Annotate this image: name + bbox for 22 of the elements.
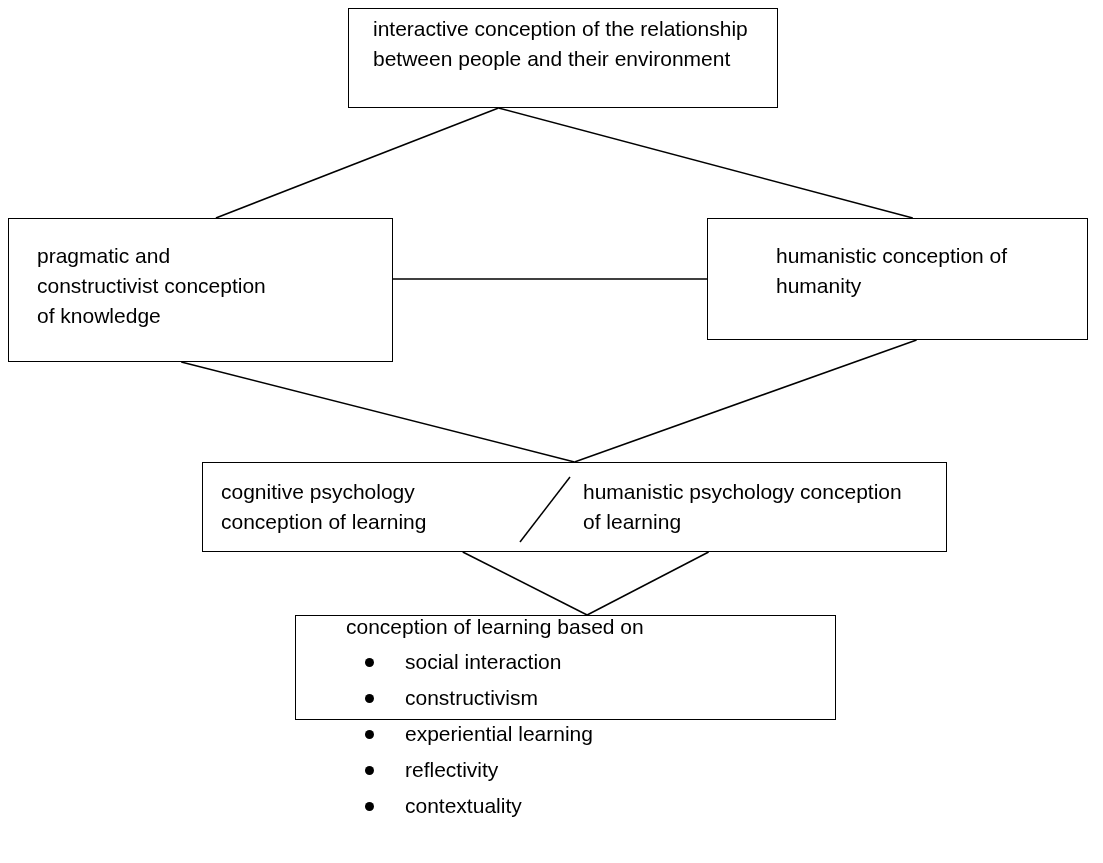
- connector-line: [180, 361, 576, 463]
- list-item: contextuality: [405, 794, 522, 817]
- connector-line: [462, 551, 588, 616]
- box-text: humanistic psychology conception of learning: [583, 479, 903, 535]
- connector-line: [497, 107, 914, 219]
- connector-line: [215, 107, 500, 219]
- box-text: humanistic conception of humanity: [776, 243, 1009, 299]
- list-item: constructivism: [405, 686, 539, 709]
- box-text: interactive conception of the relationship between people and their environment: [373, 16, 749, 72]
- text-box: [707, 218, 1088, 340]
- list-item: experiential learning: [405, 722, 593, 745]
- connector-line: [573, 339, 918, 463]
- box-text: cognitive psychology conception of learning: [221, 479, 428, 535]
- text-box: [8, 218, 393, 362]
- list-item: social interaction: [405, 650, 562, 673]
- text-box: [348, 8, 778, 108]
- box-text: conception of learning based on: [346, 614, 645, 640]
- connector-line: [392, 278, 708, 280]
- text-box: [202, 462, 947, 552]
- connector-line: [586, 551, 710, 616]
- box-text: pragmatic and constructivist conception of knowledge: [37, 243, 267, 329]
- list-item: reflectivity: [405, 758, 499, 781]
